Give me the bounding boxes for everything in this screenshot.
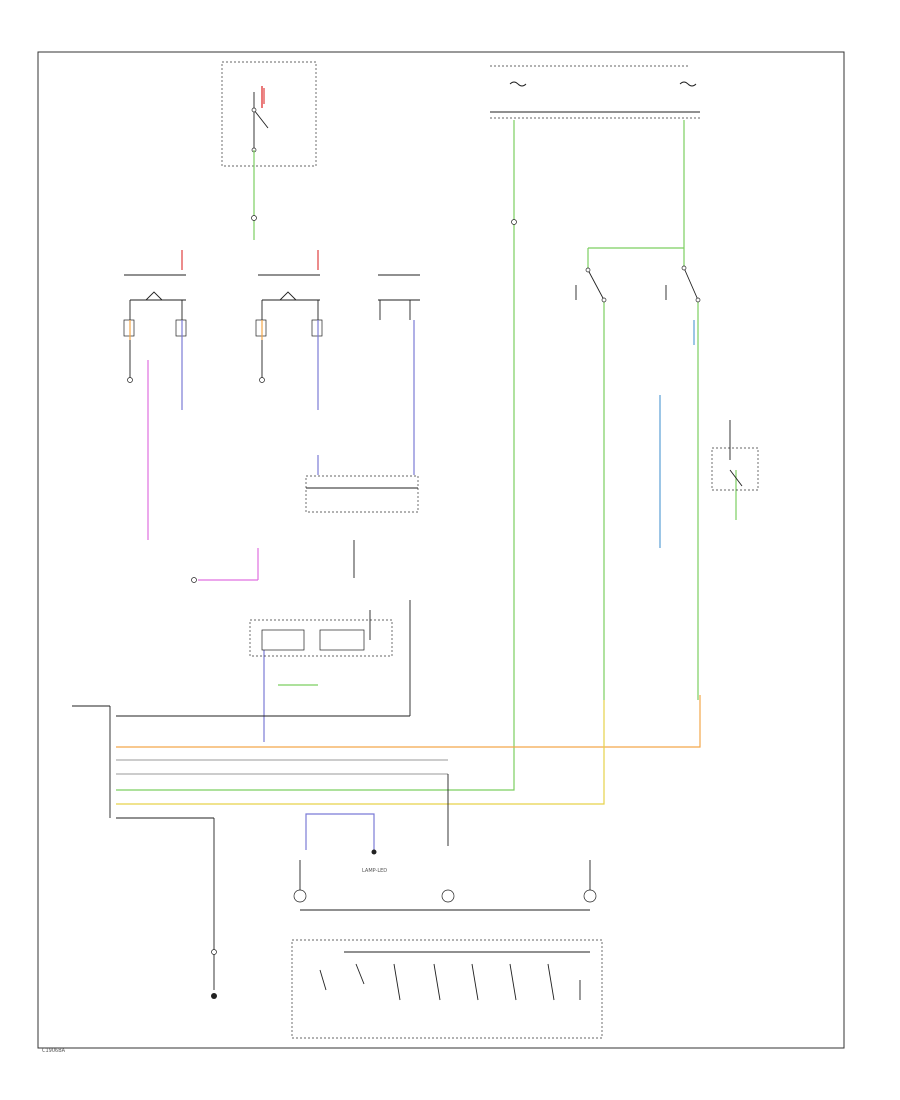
ground-symbols xyxy=(127,215,517,955)
bottom-switch-assembly xyxy=(291,849,603,1039)
diagram-border xyxy=(37,51,845,1049)
stoplamp-switch xyxy=(665,265,701,303)
footer-code: C1906BA xyxy=(42,1048,66,1054)
switch-block-left xyxy=(123,274,187,380)
wires-violet xyxy=(181,320,415,850)
wires-yellow xyxy=(116,700,605,805)
left-connector-block xyxy=(72,705,449,999)
lamp-label: LAMP-LED xyxy=(362,868,387,874)
brake-switch-right xyxy=(575,267,607,303)
switch-block-right xyxy=(378,274,420,320)
wires-blue xyxy=(659,320,695,548)
fuse-panel-top-right xyxy=(490,65,700,119)
switch-block-center xyxy=(255,274,323,380)
speed-control-module-upper xyxy=(305,475,419,578)
wires-orange xyxy=(116,320,701,748)
wires-red xyxy=(181,88,319,270)
fuse-box-top-left xyxy=(221,61,317,167)
wires-green xyxy=(116,120,737,791)
clutch-switch xyxy=(711,420,759,491)
wires-magenta xyxy=(147,360,259,581)
speed-control-module-lower xyxy=(116,600,411,717)
